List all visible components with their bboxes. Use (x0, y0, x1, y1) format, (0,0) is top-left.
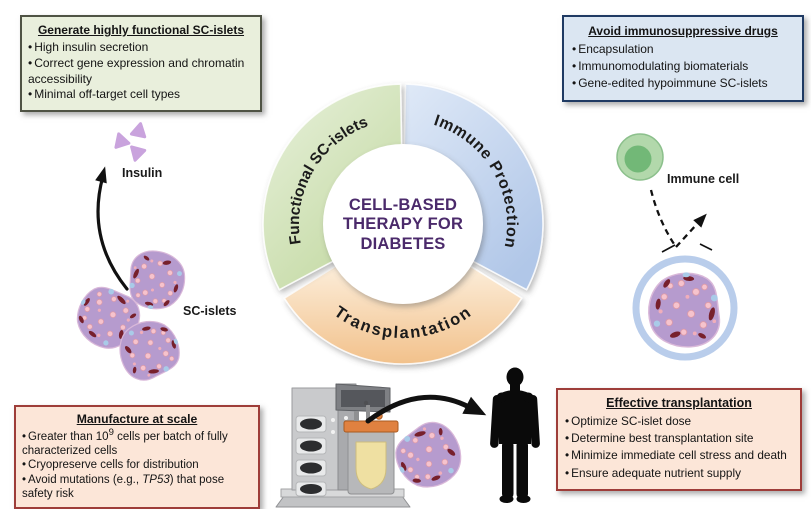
bullet-item: Optimize SC-islet dose (565, 413, 793, 430)
secretion-arrowhead (95, 166, 107, 184)
avoid-immunosuppression-box: Avoid immunosuppressive drugs Encapsulat… (562, 15, 804, 103)
attack-dashed-arrow (649, 189, 677, 248)
box-bullet-list: Optimize SC-islet dose Determine best tr… (565, 413, 793, 482)
patient-silhouette (490, 367, 540, 503)
immune-protection-illustration (616, 133, 738, 361)
bullet-item: Minimize immediate cell stress and death (565, 447, 793, 464)
center-title-line: THERAPY FOR (342, 215, 464, 234)
bullet-item: Gene-edited hypoimmune SC-islets (572, 75, 794, 92)
box-title: Generate highly functional SC-islets (37, 23, 245, 37)
deflection-ticks (661, 243, 713, 253)
center-title-line: DIABETES (360, 234, 446, 253)
bullet-item: Cryopreserve cells for distribution (22, 458, 252, 472)
effective-transplantation-box: Effective transplantation Optimize SC-is… (556, 388, 802, 491)
bullet-item: Avoid mutations (e.g., TP53) that pose s… (22, 473, 252, 502)
bullet-item: Correct gene expression and chromatin ac… (28, 56, 254, 88)
central-ring-diagram: Functional SC-islets Immune Protection T… (262, 83, 544, 365)
encapsulated-islet (648, 271, 721, 348)
bioreactor-lid (343, 420, 399, 433)
immune-cell-label: Immune cell (667, 172, 740, 186)
bullet-item: Minimal off-target cell types (28, 87, 254, 103)
ring-center-disc (323, 144, 483, 304)
bioreactor-screen (341, 390, 385, 407)
bioreactor-knobs (295, 415, 327, 497)
sc-islets-label: SC-islets (183, 304, 237, 318)
center-title: CELL-BASED THERAPY FOR DIABETES (323, 196, 483, 254)
immune-cell-nucleus (624, 145, 652, 173)
insulin-triangle-icon (129, 120, 149, 139)
transplant-illustration (365, 394, 487, 500)
transplant-arrowhead (462, 396, 487, 416)
transplant-islet (385, 413, 473, 500)
insulin-secretion-illustration (95, 120, 149, 291)
secretion-arrow (96, 174, 129, 291)
box-bullet-list: Encapsulation Immunomodulating biomateri… (572, 41, 794, 92)
deflect-arrowhead (693, 213, 707, 228)
box-title: Effective transplantation (606, 396, 752, 410)
bullet-item: High insulin secretion (28, 40, 254, 56)
center-title-line: CELL-BASED (348, 196, 458, 214)
bullet-item: Greater than 109 cells per batch of full… (22, 427, 252, 458)
box-title: Manufacture at scale (76, 412, 198, 426)
box-bullet-list: Greater than 109 cells per batch of full… (22, 427, 252, 501)
bullet-item: Determine best transplantation site (565, 430, 793, 447)
box-bullet-list: High insulin secretion Correct gene expr… (28, 40, 254, 103)
insulin-label: Insulin (122, 166, 163, 180)
transplant-arrow (365, 394, 472, 424)
bullet-item: Ensure adequate nutrient supply (565, 465, 793, 482)
bioreactor-liquid-window (355, 441, 387, 490)
sc-islet-cluster-illustration (65, 246, 190, 387)
deflect-dashed-arrow (675, 223, 698, 248)
box-title: Avoid immunosuppressive drugs (588, 24, 778, 38)
generate-functional-islets-box: Generate highly functional SC-islets Hig… (20, 15, 262, 113)
insulin-triangle-icon (110, 130, 131, 149)
insulin-triangle-icon (126, 145, 147, 164)
bullet-item: Immunomodulating biomaterials (572, 58, 794, 75)
bioreactor-illustration (275, 383, 411, 508)
manufacture-at-scale-box: Manufacture at scale Greater than 109 ce… (14, 405, 260, 509)
bullet-item: Encapsulation (572, 41, 794, 58)
